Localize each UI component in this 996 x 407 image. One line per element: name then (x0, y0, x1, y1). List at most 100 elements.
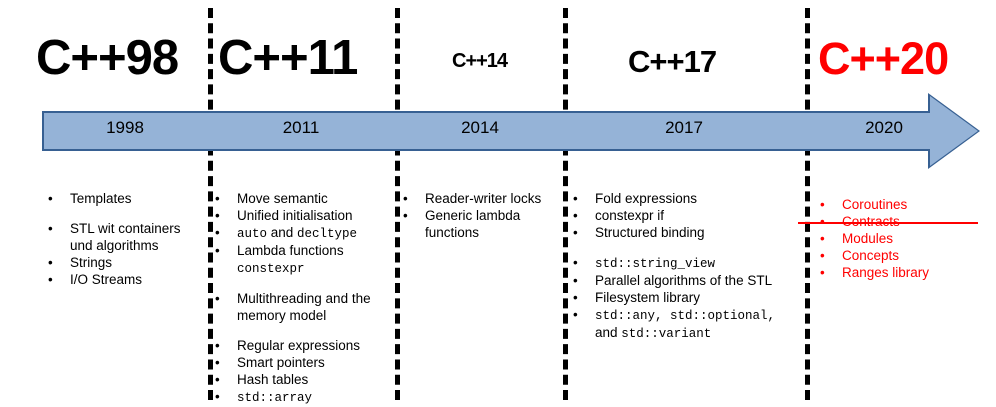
list-item: • std::array (215, 389, 390, 406)
list-item: • Reader-writer locks (403, 191, 558, 207)
item-label: and std::variant (595, 325, 712, 341)
item-label: Structured binding (595, 225, 705, 240)
item-text: functions (425, 225, 558, 241)
bullet-icon: • (48, 255, 53, 270)
list-item: • STL wit containers (48, 221, 198, 237)
list-item: • I/O Streams (48, 272, 198, 288)
item-label: Filesystem library (595, 290, 701, 305)
year-label-1998: 1998 (106, 118, 144, 137)
feature-list-cpp11: •Move semantic•Unified initialisation•au… (215, 191, 390, 407)
bullet-icon: • (573, 225, 578, 240)
bullet-icon: • (403, 208, 408, 223)
item-text: STL wit containers (70, 221, 198, 237)
item-text: Lambda functions (237, 243, 390, 259)
item-label: Strings (70, 255, 113, 270)
era-divider-1998-2011 (208, 8, 213, 400)
bullet-icon: • (820, 231, 825, 246)
list-item: •Templates (48, 191, 198, 207)
item-label: Generic lambda (425, 208, 521, 223)
item-label: Fold expressions (595, 191, 698, 206)
item-text: Smart pointers (237, 355, 390, 371)
item-text: Ranges library (842, 265, 980, 281)
bullet-icon: • (573, 255, 578, 270)
item-label: Ranges library (842, 265, 930, 280)
item-text: Unified initialisation (237, 208, 390, 224)
bullet-icon: • (573, 307, 578, 322)
item-label: Hash tables (237, 372, 309, 387)
era-heading-cpp20: C++20 (818, 33, 949, 84)
list-item: • auto and decltype (215, 225, 390, 242)
item-text: constexpr (237, 260, 390, 277)
bullet-icon: • (573, 191, 578, 206)
list-item: •und algorithms (48, 238, 198, 254)
item-text: Reader-writer locks (425, 191, 558, 207)
year-label-2011: 2011 (282, 118, 320, 137)
bullet-icon: • (48, 221, 53, 236)
item-label: I/O Streams (70, 272, 143, 287)
era-divider-2014-2017 (563, 8, 568, 400)
item-text: std::array (237, 389, 390, 406)
list-item: • std::string_view (573, 255, 803, 272)
list-item: •Smart pointers (215, 355, 390, 371)
list-item: • Regular expressions (215, 338, 390, 354)
feature-list-cpp20: •Coroutines•Contracts•Modules•Concepts•R… (798, 197, 980, 282)
item-text: Modules (842, 231, 980, 247)
bullet-icon: • (215, 208, 220, 223)
year-label-2014: 2014 (461, 118, 499, 137)
list-item: • Generic lambda (403, 208, 558, 224)
list-spacer (573, 242, 803, 255)
bullet-icon: • (215, 291, 220, 306)
era-heading-cpp14: C++14 (452, 50, 508, 72)
item-label: std::any, std::optional, (595, 309, 776, 323)
list-item: • Fold expressions (573, 191, 803, 207)
item-text: std::any, std::optional, (595, 307, 803, 324)
list-item: •constexpr if (573, 208, 803, 224)
list-item: •and std::variant (573, 325, 803, 342)
list-item: •memory model (215, 308, 390, 324)
item-text: Multithreading and the (237, 291, 390, 307)
bullet-icon: • (573, 290, 578, 305)
item-text: Fold expressions (595, 191, 803, 207)
list-item: • Unified initialisation (215, 208, 390, 224)
bullet-icon: • (215, 191, 220, 206)
item-text: Coroutines (842, 197, 980, 213)
list-spacer (215, 325, 390, 338)
item-text: Structured binding (595, 225, 803, 241)
item-label: Regular expressions (237, 338, 361, 353)
item-label: Templates (70, 191, 132, 206)
list-item: • Filesystem library (573, 290, 803, 306)
year-label-2020: 2020 (865, 118, 903, 137)
list-item: • Modules (820, 231, 980, 247)
bullet-icon: • (215, 338, 220, 353)
item-text: Generic lambda (425, 208, 558, 224)
item-label: Modules (842, 231, 894, 246)
bullet-icon: • (820, 265, 825, 280)
list-item: •Coroutines (820, 197, 980, 213)
bullet-icon: • (215, 225, 220, 240)
item-text: and std::variant (595, 325, 803, 342)
era-heading-cpp17: C++17 (628, 44, 717, 79)
strikethrough-line (798, 222, 978, 224)
item-label: constexpr if (595, 208, 665, 223)
list-item: •Parallel algorithms of the STL (573, 273, 803, 289)
bullet-icon: • (820, 214, 842, 230)
item-label: Smart pointers (237, 355, 325, 370)
list-spacer (48, 208, 198, 221)
item-text: I/O Streams (70, 272, 198, 288)
item-text: auto and decltype (237, 225, 390, 242)
bullet-icon: • (403, 191, 408, 206)
item-label: std::string_view (595, 257, 716, 271)
list-spacer (215, 278, 390, 291)
item-text: Parallel algorithms of the STL (595, 273, 803, 289)
era-heading-cpp11: C++11 (218, 31, 358, 85)
bullet-icon: • (215, 389, 220, 404)
era-divider-2011-2014 (395, 8, 400, 400)
bullet-icon: • (48, 272, 53, 287)
item-label: std::array (237, 391, 313, 405)
item-text: Hash tables (237, 372, 390, 388)
item-text: Filesystem library (595, 290, 803, 306)
item-label: Lambda functions (237, 243, 344, 258)
list-item: • Structured binding (573, 225, 803, 241)
list-item: •Concepts (820, 248, 980, 264)
